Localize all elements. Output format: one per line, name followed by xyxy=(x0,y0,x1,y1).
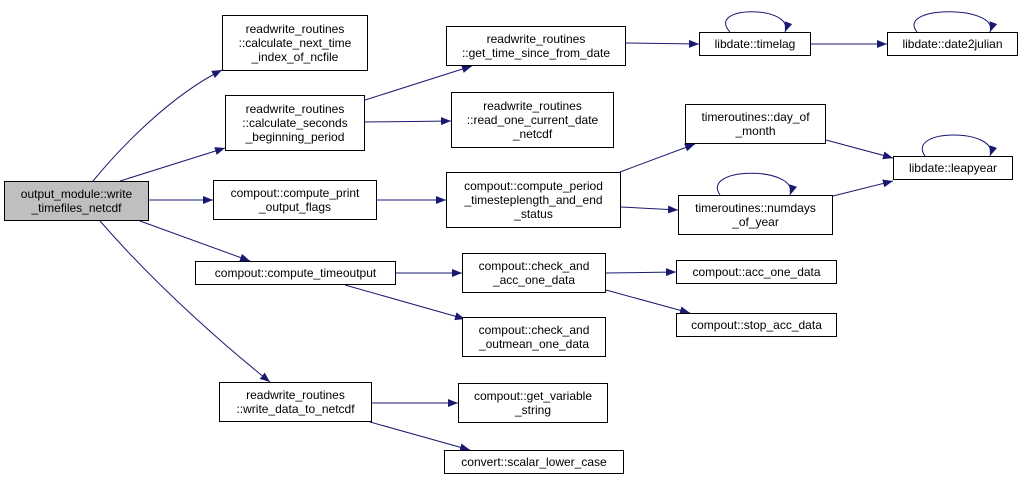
node-label: readwrite_routines ::write_data_to_netcd… xyxy=(236,388,355,416)
edge-check-acc-acc-one xyxy=(605,268,677,277)
edge-calc-seconds-get-time xyxy=(364,65,473,101)
node-stop-acc-data[interactable]: compout::stop_acc_data xyxy=(676,313,837,337)
edge-numdays-self xyxy=(716,172,798,196)
node-label: libdate::leapyear xyxy=(908,161,998,175)
edge-root-write-data xyxy=(99,220,271,383)
node-compute-timeoutput[interactable]: compout::compute_timeoutput xyxy=(195,261,396,285)
edge-compute-timeoutput-check-outmean xyxy=(344,284,466,321)
edge-get-time-timelag xyxy=(625,39,700,48)
edge-compute-period-numdays xyxy=(620,205,679,214)
edge-calc-seconds-read-one xyxy=(364,117,452,126)
node-label: convert::scalar_lower_case xyxy=(461,455,607,469)
node-label: readwrite_routines ::read_one_current_da… xyxy=(466,99,599,141)
edge-write-data-scalar-lower xyxy=(369,421,471,452)
node-label: compout::compute_timeoutput xyxy=(214,266,377,280)
node-check-and-acc-one-data[interactable]: compout::check_and _acc_one_data xyxy=(462,253,606,293)
node-label: compout::compute_period _timesteplength_… xyxy=(464,179,603,221)
node-label: compout::check_and _acc_one_data xyxy=(478,259,590,287)
node-numdays-of-year[interactable]: timeroutines::numdays _of_year xyxy=(678,195,833,235)
node-write-timefiles-netcdf: output_module::write _timefiles_netcdf xyxy=(4,181,149,221)
edge-check-acc-stop-acc xyxy=(605,289,691,315)
edge-timelag-self xyxy=(725,11,793,33)
edge-leapyear-self xyxy=(921,134,998,157)
node-label: compout::check_and _outmean_one_data xyxy=(478,323,590,351)
node-label: timeroutines::day_of _month xyxy=(701,110,810,138)
edge-root-compute-timeoutput xyxy=(139,220,251,262)
node-compute-print-output-flags[interactable]: compout::compute_print _output_flags xyxy=(213,180,377,220)
node-libdate-date2julian[interactable]: libdate::date2julian xyxy=(887,32,1018,56)
node-label: readwrite_routines ::get_time_since_from… xyxy=(461,32,611,60)
node-check-and-outmean-one-data[interactable]: compout::check_and _outmean_one_data xyxy=(462,317,606,357)
edge-day-of-month-leapyear xyxy=(825,139,894,160)
edge-root-calc-seconds xyxy=(119,147,226,182)
node-read-one-current-date-netcdf[interactable]: readwrite_routines ::read_one_current_da… xyxy=(451,92,614,148)
node-libdate-timelag[interactable]: libdate::timelag xyxy=(699,32,811,56)
node-calculate-next-time-index[interactable]: readwrite_routines ::calculate_next_time… xyxy=(222,15,368,71)
node-write-data-to-netcdf[interactable]: readwrite_routines ::write_data_to_netcd… xyxy=(219,382,372,422)
edge-root-calc-next xyxy=(92,69,223,182)
node-scalar-lower-case[interactable]: convert::scalar_lower_case xyxy=(444,450,624,474)
edge-date2julian-self xyxy=(913,11,998,33)
node-label: timeroutines::numdays _of_year xyxy=(695,201,816,229)
node-label: output_module::write _timefiles_netcdf xyxy=(20,187,133,215)
node-label: compout::stop_acc_data xyxy=(691,318,822,332)
edge-numdays-leapyear xyxy=(832,179,894,197)
node-get-variable-string[interactable]: compout::get_variable _string xyxy=(458,383,608,423)
node-label: libdate::timelag xyxy=(714,37,796,51)
node-label: compout::compute_print _output_flags xyxy=(230,186,360,214)
edge-compute-period-day-of-month xyxy=(619,143,696,173)
node-libdate-leapyear[interactable]: libdate::leapyear xyxy=(893,156,1013,180)
node-get-time-since-from-date[interactable]: readwrite_routines ::get_time_since_from… xyxy=(446,26,626,66)
node-label: compout::acc_one_data xyxy=(692,265,821,279)
node-day-of-month[interactable]: timeroutines::day_of _month xyxy=(685,104,826,144)
node-label: compout::get_variable _string xyxy=(473,389,593,417)
node-compute-period-timesteplength[interactable]: compout::compute_period _timesteplength_… xyxy=(446,172,621,228)
node-label: readwrite_routines ::calculate_seconds _… xyxy=(242,102,348,144)
node-label: readwrite_routines ::calculate_next_time… xyxy=(238,22,352,64)
node-calculate-seconds-beginning-period[interactable]: readwrite_routines ::calculate_seconds _… xyxy=(225,95,365,151)
node-label: libdate::date2julian xyxy=(902,37,1003,51)
node-acc-one-data[interactable]: compout::acc_one_data xyxy=(676,260,837,284)
